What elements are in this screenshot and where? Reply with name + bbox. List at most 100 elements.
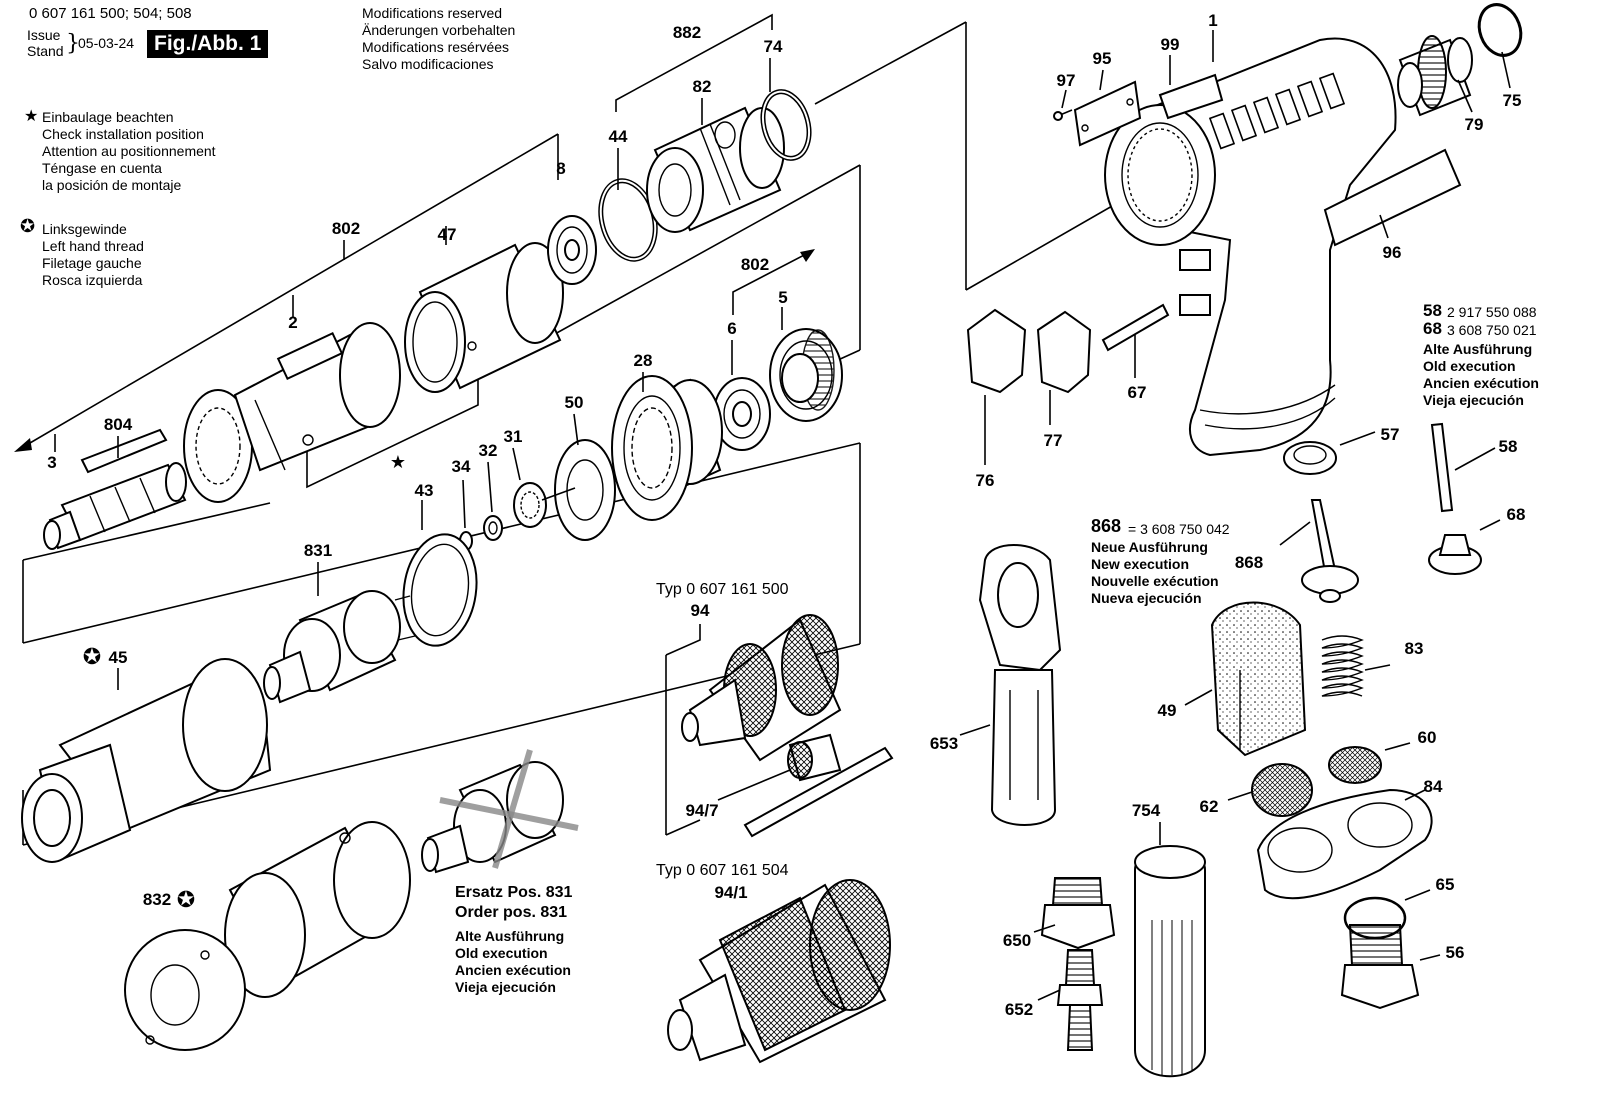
callout-50: 50	[565, 393, 584, 412]
part-spring-83	[1321, 635, 1364, 697]
old-exec-line-2: Old execution	[1423, 358, 1516, 374]
part-868-number: = 3 608 750 042	[1128, 521, 1230, 537]
callout-802-b: 802	[741, 255, 769, 274]
callout-3: 3	[47, 453, 56, 472]
callout-804: 804	[104, 415, 133, 434]
part-68-pos: 68	[1423, 319, 1442, 338]
part-old-endplate-crossed	[421, 749, 579, 874]
callout-49: 49	[1158, 701, 1177, 720]
part-filter-49	[1210, 601, 1307, 757]
install-note-line-4: Téngase en cuenta	[42, 160, 162, 176]
callout-99: 99	[1161, 35, 1180, 54]
old-exec-line-3: Ancien exécution	[1423, 375, 1539, 391]
install-note-line-3: Attention au positionnement	[42, 143, 216, 159]
doc-number: 0 607 161 500; 504; 508	[29, 5, 192, 22]
callout-868: 868	[1235, 553, 1263, 572]
callout-67: 67	[1128, 383, 1147, 402]
part-gear-ring-28	[611, 375, 723, 521]
callout-45: 45	[109, 648, 128, 667]
replacement-sub-line-3: Ancien exécution	[455, 962, 571, 978]
replacement-line-1: Ersatz Pos. 831	[455, 884, 573, 901]
lh-thread-icon-832: ✪	[177, 888, 195, 913]
issue-brace: }	[66, 31, 80, 56]
part-pinion-32	[483, 515, 503, 541]
callout-97: 97	[1057, 71, 1076, 90]
callout-28: 28	[634, 351, 653, 370]
part-housing-45	[21, 658, 272, 863]
part-rod-58	[1430, 422, 1454, 513]
callout-34: 34	[452, 457, 471, 476]
star-icon-install: ★	[390, 452, 406, 473]
part-label-96	[1323, 148, 1462, 247]
part-58-pos: 58	[1423, 301, 1442, 320]
part-ring-43	[402, 533, 478, 647]
callout-76: 76	[976, 471, 995, 490]
new-exec-line-2: New execution	[1091, 556, 1190, 572]
left-thread-icon: ✪	[20, 216, 36, 236]
part-valve-868	[1301, 499, 1359, 603]
callout-2: 2	[288, 313, 297, 332]
type-label-504: Typ 0 607 161 504	[656, 862, 789, 879]
callout-832: 832	[143, 890, 171, 909]
part-endplate-831	[263, 590, 416, 704]
part-oring-75	[1477, 3, 1523, 57]
leader-lines	[117, 30, 1511, 1001]
part-plug-650	[1040, 877, 1116, 950]
left-thread-line-3: Filetage gauche	[42, 255, 142, 271]
lh-thread-icon-45: ✪	[83, 645, 101, 670]
modification-line-2: Änderungen vorbehalten	[362, 22, 516, 38]
callout-653: 653	[930, 734, 958, 753]
part-blades-804	[80, 428, 168, 474]
part-housing-1	[1104, 37, 1397, 457]
stand-label: Stand	[27, 43, 64, 59]
install-note-line-1: Einbaulage beachten	[42, 109, 174, 125]
part-plate-95	[1073, 80, 1142, 147]
callout-802-a: 802	[332, 219, 360, 238]
part-rotor-3	[43, 462, 187, 550]
callout-68: 68	[1507, 505, 1526, 524]
modification-line-4: Salvo modificaciones	[362, 56, 494, 72]
part-ring-57	[1283, 441, 1337, 475]
part-screw-97	[1053, 109, 1073, 121]
callout-650: 650	[1003, 931, 1031, 950]
callout-58: 58	[1499, 437, 1518, 456]
part-valve-82	[646, 106, 785, 233]
install-note-line-5: la posición de montaje	[42, 177, 182, 193]
callout-882: 882	[673, 23, 701, 42]
issue-date: 05-03-24	[78, 35, 135, 51]
callout-57: 57	[1381, 425, 1400, 444]
callout-60: 60	[1418, 728, 1437, 747]
part-housing-832	[124, 821, 411, 1051]
callout-8: 8	[556, 159, 565, 178]
part-chuck-key-94-7	[743, 733, 894, 838]
callout-65: 65	[1436, 875, 1455, 894]
old-exec-line-1: Alte Ausführung	[1423, 341, 1533, 357]
callout-95: 95	[1093, 49, 1112, 68]
part-cylinder-2	[183, 322, 401, 503]
part-oring-74	[760, 89, 812, 161]
callout-32: 32	[479, 441, 498, 460]
callout-754: 754	[1132, 801, 1161, 820]
callout-31: 31	[504, 427, 523, 446]
modification-line-3: Modifications resérvées	[362, 39, 510, 55]
left-thread-line-4: Rosca izquierda	[42, 272, 143, 288]
part-sieve-60	[1328, 746, 1382, 784]
replacement-sub-line-1: Alte Ausführung	[455, 928, 565, 944]
callout-62: 62	[1200, 797, 1219, 816]
part-button-76	[966, 308, 1027, 394]
part-bearing-6	[713, 377, 771, 451]
replacement-line-2: Order pos. 831	[455, 904, 568, 921]
part-sieve-62	[1251, 763, 1313, 817]
part-hose-nipple-652	[1056, 949, 1104, 1051]
new-exec-line-4: Nueva ejecución	[1091, 590, 1202, 606]
part-sleeve-47	[404, 242, 564, 393]
figure-label: Fig./Abb. 1	[147, 30, 269, 58]
issue-label: Issue	[27, 27, 61, 43]
install-star-icon: ★	[24, 108, 39, 125]
part-label-99	[1158, 73, 1224, 120]
part-58-number: 2 917 550 088	[1447, 304, 1537, 320]
part-bearing-8	[547, 215, 597, 285]
part-gear-31	[513, 482, 576, 528]
